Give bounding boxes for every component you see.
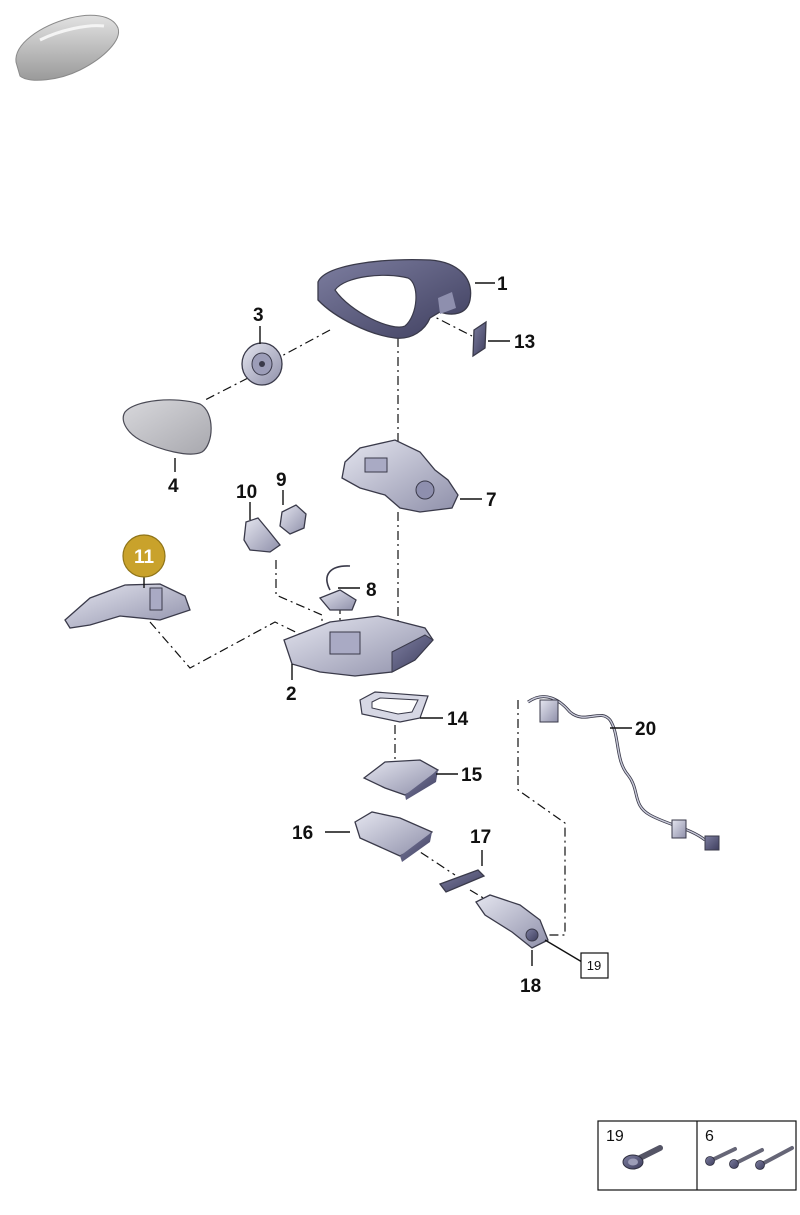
callout-9: 9: [276, 470, 287, 491]
legend-number-6: 6: [705, 1128, 714, 1145]
legend-number-19: 19: [606, 1128, 624, 1145]
car-silhouette-icon[interactable]: [15, 14, 120, 81]
part-10-bracket[interactable]: [243, 517, 281, 553]
callout-16: 16: [292, 823, 313, 844]
part-17-strip[interactable]: [438, 869, 486, 893]
callout-14: 14: [447, 709, 469, 730]
callout-11-highlight[interactable]: 11: [122, 534, 166, 578]
callout-19: 19: [587, 958, 601, 973]
part-2-lower-housing[interactable]: [283, 615, 434, 677]
callout-8: 8: [366, 580, 377, 601]
part-3-adjuster[interactable]: [241, 342, 283, 386]
part-11-bracket[interactable]: [64, 583, 191, 629]
leader-lines: [143, 282, 632, 966]
callout-19-box: 19: [580, 952, 609, 979]
callout-1: 1: [497, 274, 508, 295]
part-15-lamp-cover[interactable]: [362, 759, 440, 800]
flange-bolt-icon: [622, 1145, 663, 1170]
callout-17: 17: [470, 827, 491, 848]
part-13-trim[interactable]: [472, 320, 487, 358]
callout-20: 20: [635, 719, 656, 740]
part-18-bracket[interactable]: [475, 894, 549, 949]
part-mirror-housing[interactable]: [317, 259, 472, 339]
callout-18: 18: [520, 976, 541, 997]
part-16-bottom-cover[interactable]: [354, 811, 434, 862]
callout-2: 2: [286, 684, 297, 705]
callout-10: 10: [236, 482, 257, 503]
part-7-base-drive[interactable]: [341, 439, 459, 513]
callout-11: 11: [134, 547, 155, 568]
callout-labels: 1 2 3 4 7 8 9 10 13 14 15 16 17 18 20: [168, 274, 656, 997]
callout-15: 15: [461, 765, 483, 786]
callout-4: 4: [168, 476, 179, 497]
part-9-clip[interactable]: [279, 504, 307, 535]
callout-13: 13: [514, 332, 535, 353]
part-8-light-unit[interactable]: [318, 565, 357, 611]
screws-icon: [705, 1146, 794, 1170]
callout-7: 7: [486, 490, 497, 511]
part-14-seal[interactable]: [359, 691, 429, 723]
assembly-lines: [149, 300, 566, 936]
part-20-wiring-harness[interactable]: [527, 695, 720, 851]
part-4-mirror-glass[interactable]: [122, 399, 212, 455]
callout-3: 3: [253, 305, 264, 326]
hardware-legend: 19 6: [597, 1120, 797, 1191]
